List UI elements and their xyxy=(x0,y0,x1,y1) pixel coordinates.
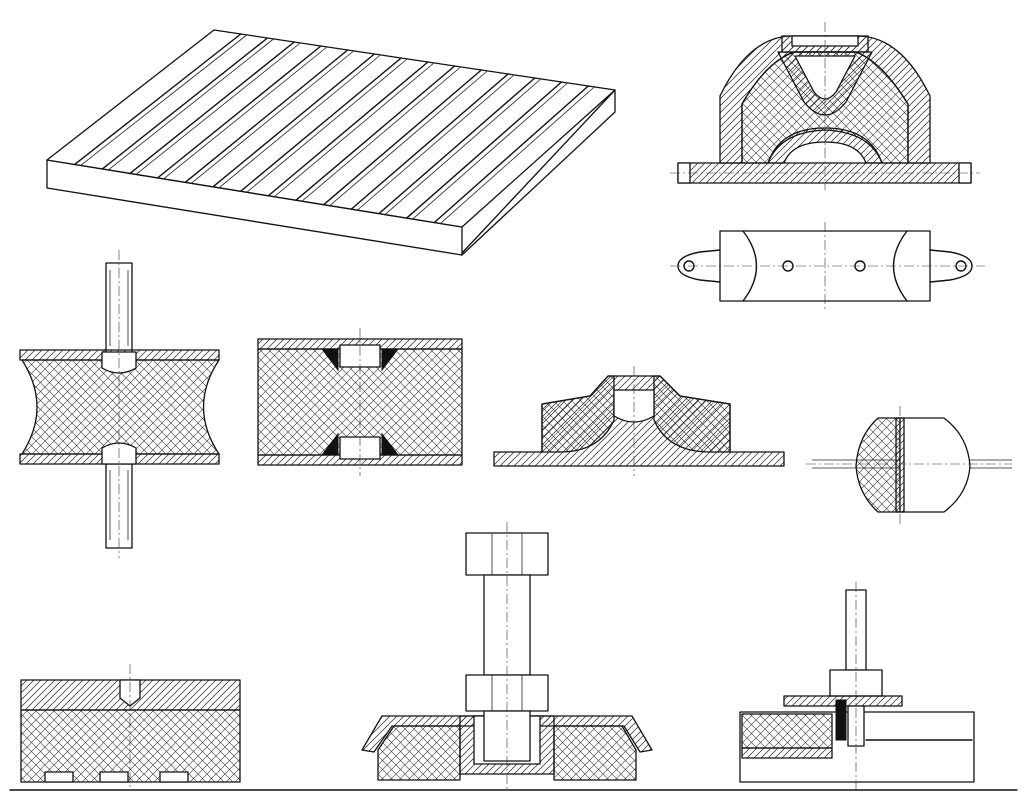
rib-edge xyxy=(322,69,483,206)
rib-groove xyxy=(163,46,328,180)
rib-edge xyxy=(239,57,402,192)
rib-groove xyxy=(108,38,274,171)
leveling-mount-drawing xyxy=(739,582,975,790)
rib-groove xyxy=(440,86,595,224)
saddle-mount-drawing xyxy=(493,366,785,476)
rib-groove xyxy=(301,66,461,202)
rib-edge xyxy=(129,41,295,175)
rib-edge xyxy=(433,85,589,224)
rib-edge xyxy=(295,65,456,201)
rib-groove xyxy=(329,70,488,206)
rib-edge xyxy=(267,61,429,197)
rib-groove xyxy=(218,54,381,189)
rib-groove xyxy=(135,42,301,175)
engine-mount-plan-drawing xyxy=(670,222,985,312)
rib-edge xyxy=(350,73,509,210)
rib-edge xyxy=(156,45,322,179)
rib-groove xyxy=(191,50,354,184)
rib-groove xyxy=(357,74,515,211)
concave-stud-mount-drawing xyxy=(19,250,220,558)
rib-groove xyxy=(412,82,568,220)
rib-groove xyxy=(384,78,542,215)
block-mount-inserts-drawing xyxy=(257,328,463,476)
rib-edge xyxy=(378,77,536,215)
sandwich-pad-drawing xyxy=(20,664,241,790)
rib-edge xyxy=(405,81,563,219)
rib-edge xyxy=(101,37,269,170)
pad-ribs xyxy=(73,33,595,224)
rib-groove xyxy=(80,34,247,166)
rib-groove xyxy=(246,58,408,193)
rib-edge xyxy=(212,53,376,188)
engine-mount-section-drawing xyxy=(670,22,980,190)
rib-groove xyxy=(274,62,435,198)
rib-edge xyxy=(73,33,242,166)
ribbed-pad-drawing xyxy=(46,29,616,256)
flanged-bushing-drawing xyxy=(806,406,1012,524)
rib-edge xyxy=(184,49,349,184)
bolted-cup-mount-drawing xyxy=(361,522,653,790)
